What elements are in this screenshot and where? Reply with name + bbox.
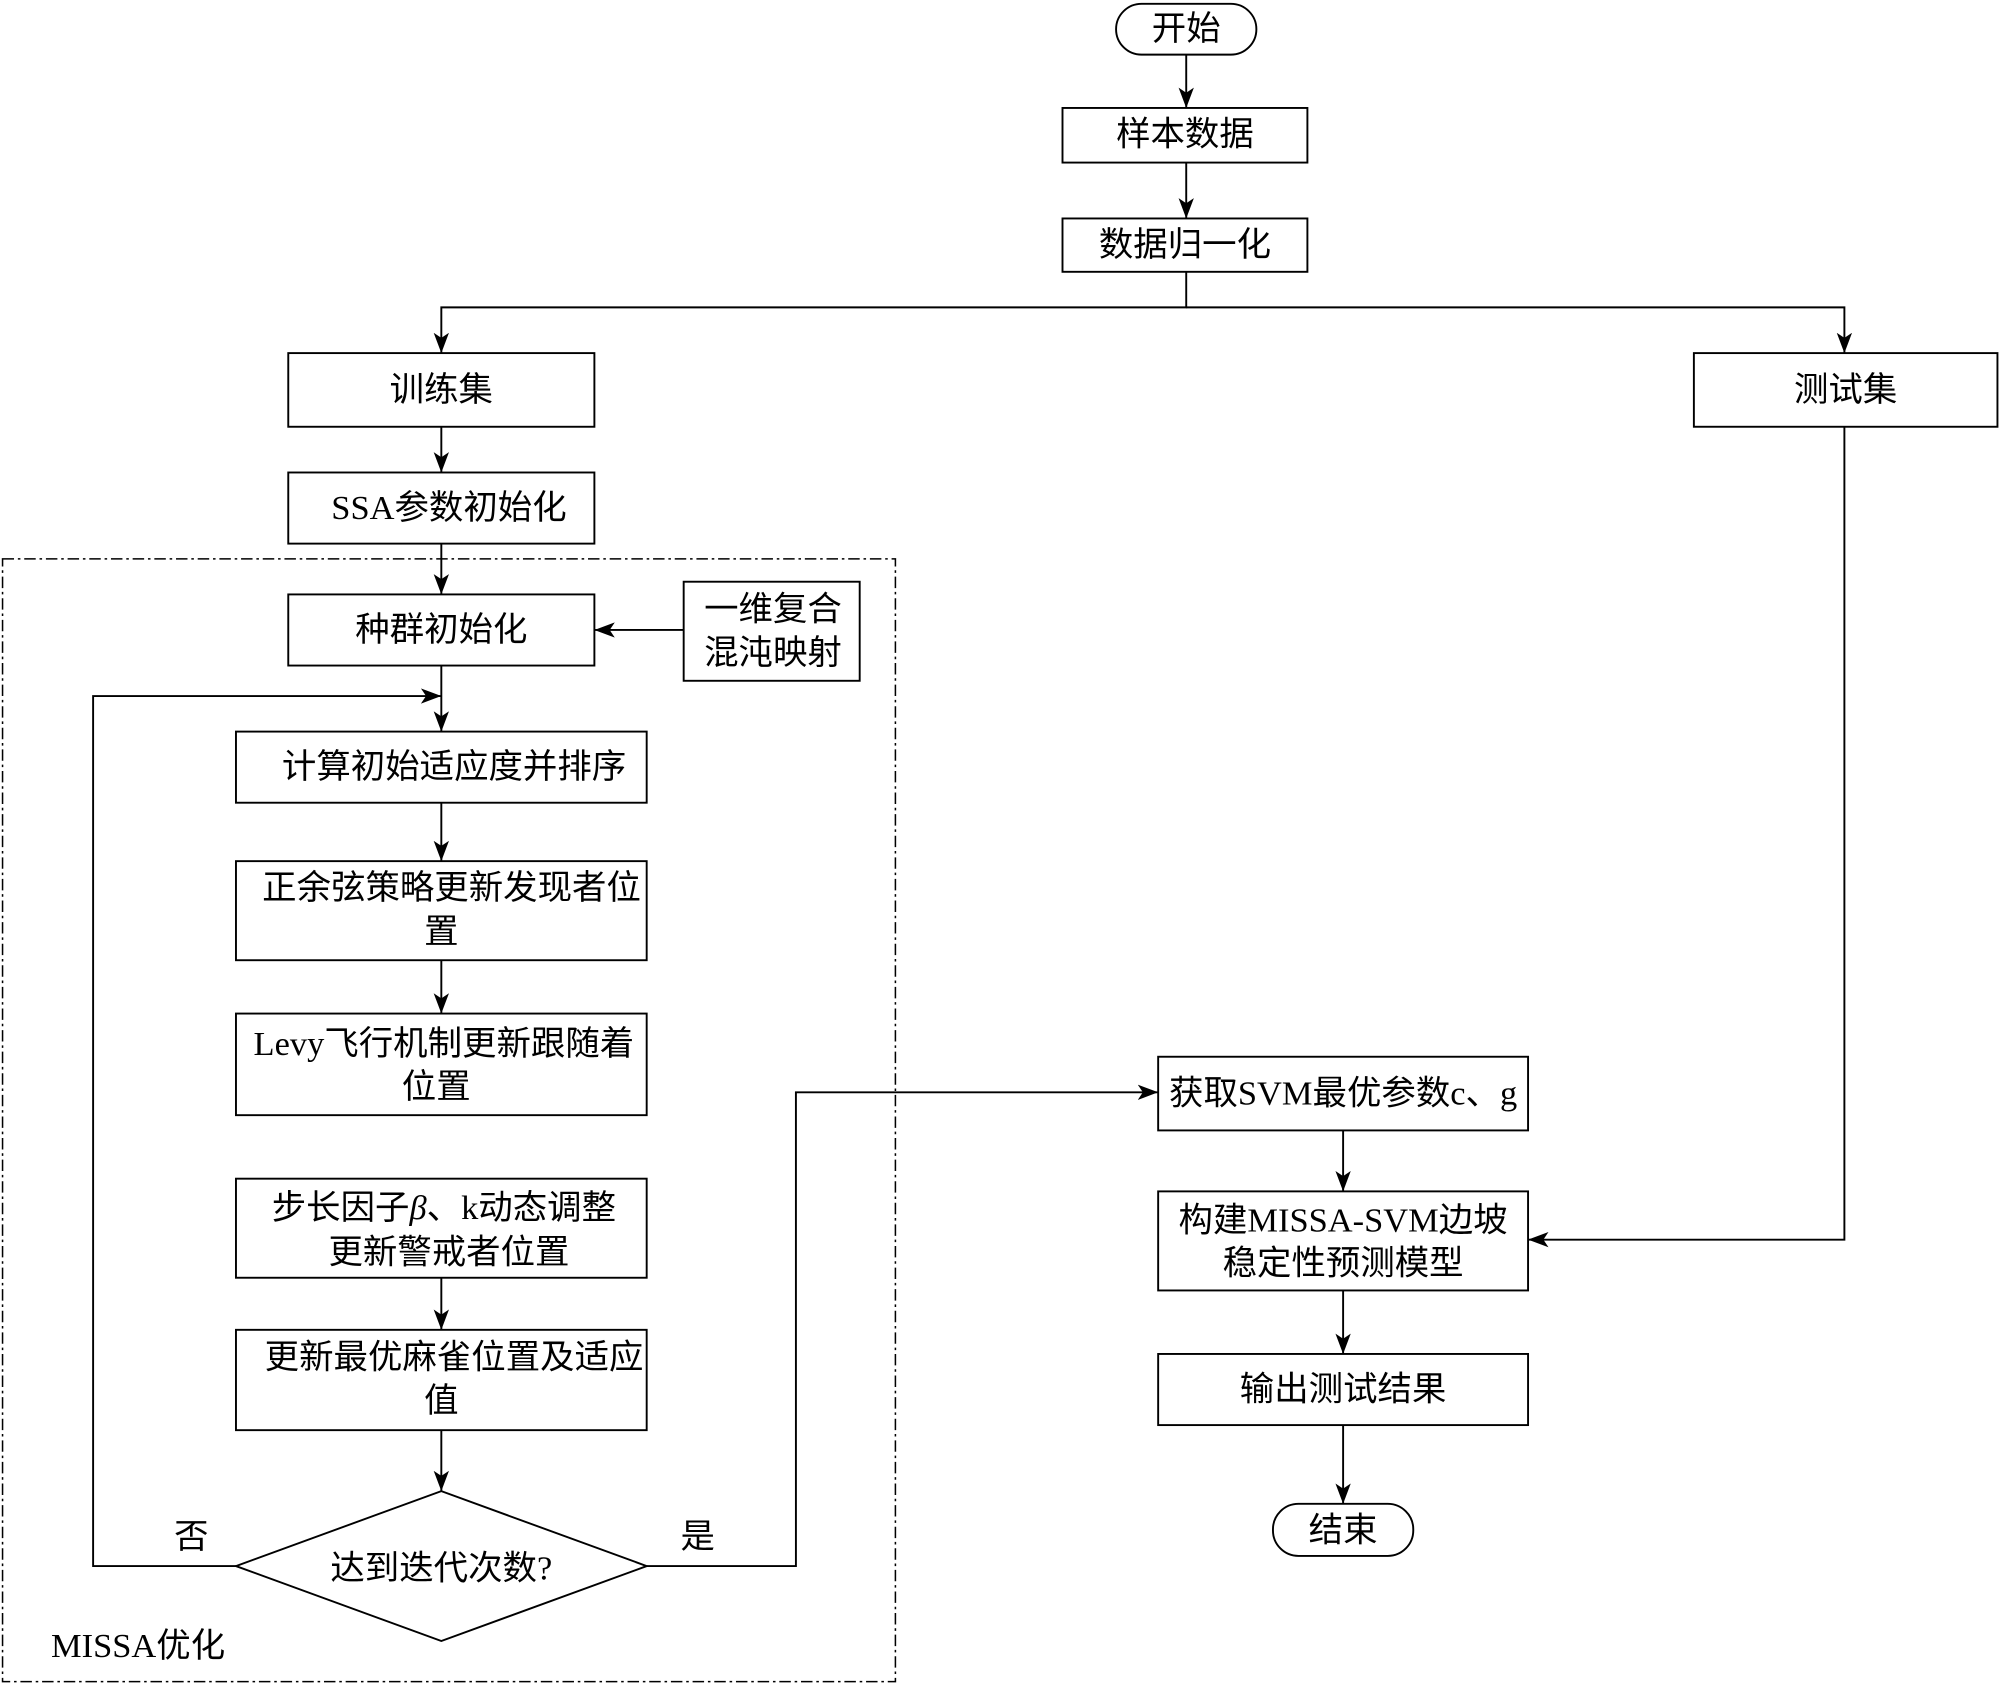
- normalize-box: [1061, 217, 1309, 273]
- update-best-label-line2: 值: [424, 1382, 458, 1420]
- start-label: 开始: [1152, 10, 1221, 48]
- update-best-box: [235, 1328, 648, 1432]
- ssa-init-box: [287, 471, 596, 545]
- missa-optimization-group: [1, 558, 897, 1683]
- arrow-normalize-to-test: [1186, 306, 1853, 354]
- sine-cosine-box: [235, 860, 648, 962]
- test-set-box: [1692, 352, 1999, 428]
- beta-symbol: β: [408, 1189, 427, 1227]
- build-model-label-line1: 构建MISSA-SVM边坡: [1179, 1202, 1508, 1240]
- step-factor-label-line1: 步长因子β、k动态调整: [272, 1189, 616, 1227]
- arrow-decision-yes-to-svm: [646, 1084, 1159, 1568]
- population-init-label: 种群初始化: [355, 611, 527, 649]
- build-model-label-line2: 稳定性预测模型: [1223, 1245, 1464, 1283]
- train-set-box: [287, 352, 596, 428]
- chaos-map-label-line1: 一维复合: [704, 591, 842, 629]
- sample-data-box: [1061, 107, 1309, 164]
- step-factor-prefix: 步长因子: [272, 1189, 410, 1227]
- step-factor-box: [235, 1177, 648, 1279]
- output-label: 输出测试结果: [1240, 1371, 1447, 1409]
- arrow-loop-back-no: [92, 688, 442, 1568]
- test-set-label: 测试集: [1794, 371, 1897, 409]
- iteration-decision-label: 达到迭代次数?: [330, 1550, 552, 1588]
- yes-label: 是: [680, 1518, 714, 1556]
- group-label: MISSA优化: [51, 1627, 225, 1665]
- no-label: 否: [174, 1518, 208, 1556]
- chaos-map-label-line2: 混沌映射: [704, 634, 842, 672]
- arrow-test-to-build: [1528, 426, 1846, 1248]
- population-init-box: [287, 593, 596, 667]
- svm-params-box: [1157, 1055, 1530, 1132]
- step-factor-label-line2: 更新警戒者位置: [328, 1233, 569, 1271]
- sine-cosine-label-line2: 置: [424, 913, 458, 951]
- sample-data-label: 样本数据: [1116, 116, 1254, 154]
- normalize-label: 数据归一化: [1099, 226, 1271, 264]
- fitness-box: [235, 730, 648, 804]
- fitness-label: 计算初始适应度并排序: [282, 748, 626, 786]
- build-model-box: [1157, 1190, 1530, 1292]
- sine-cosine-label-line1: 正余弦策略更新发现者位: [262, 869, 641, 907]
- levy-flight-label-line1: Levy飞行机制更新跟随着: [254, 1025, 635, 1063]
- svm-params-label: 获取SVM最优参数c、g: [1169, 1075, 1517, 1113]
- ssa-init-label: SSA参数初始化: [331, 489, 566, 527]
- arrow-normalize-to-train: [433, 271, 1188, 354]
- update-best-label-line1: 更新最优麻雀位置及适应: [265, 1339, 644, 1377]
- iteration-decision-diamond: [233, 1490, 650, 1643]
- step-factor-suffix: 、k动态调整: [427, 1189, 616, 1227]
- levy-flight-label-line2: 位置: [402, 1068, 471, 1106]
- chaos-map-box: [682, 580, 861, 682]
- end-label: 结束: [1309, 1512, 1378, 1550]
- train-set-label: 训练集: [390, 371, 493, 409]
